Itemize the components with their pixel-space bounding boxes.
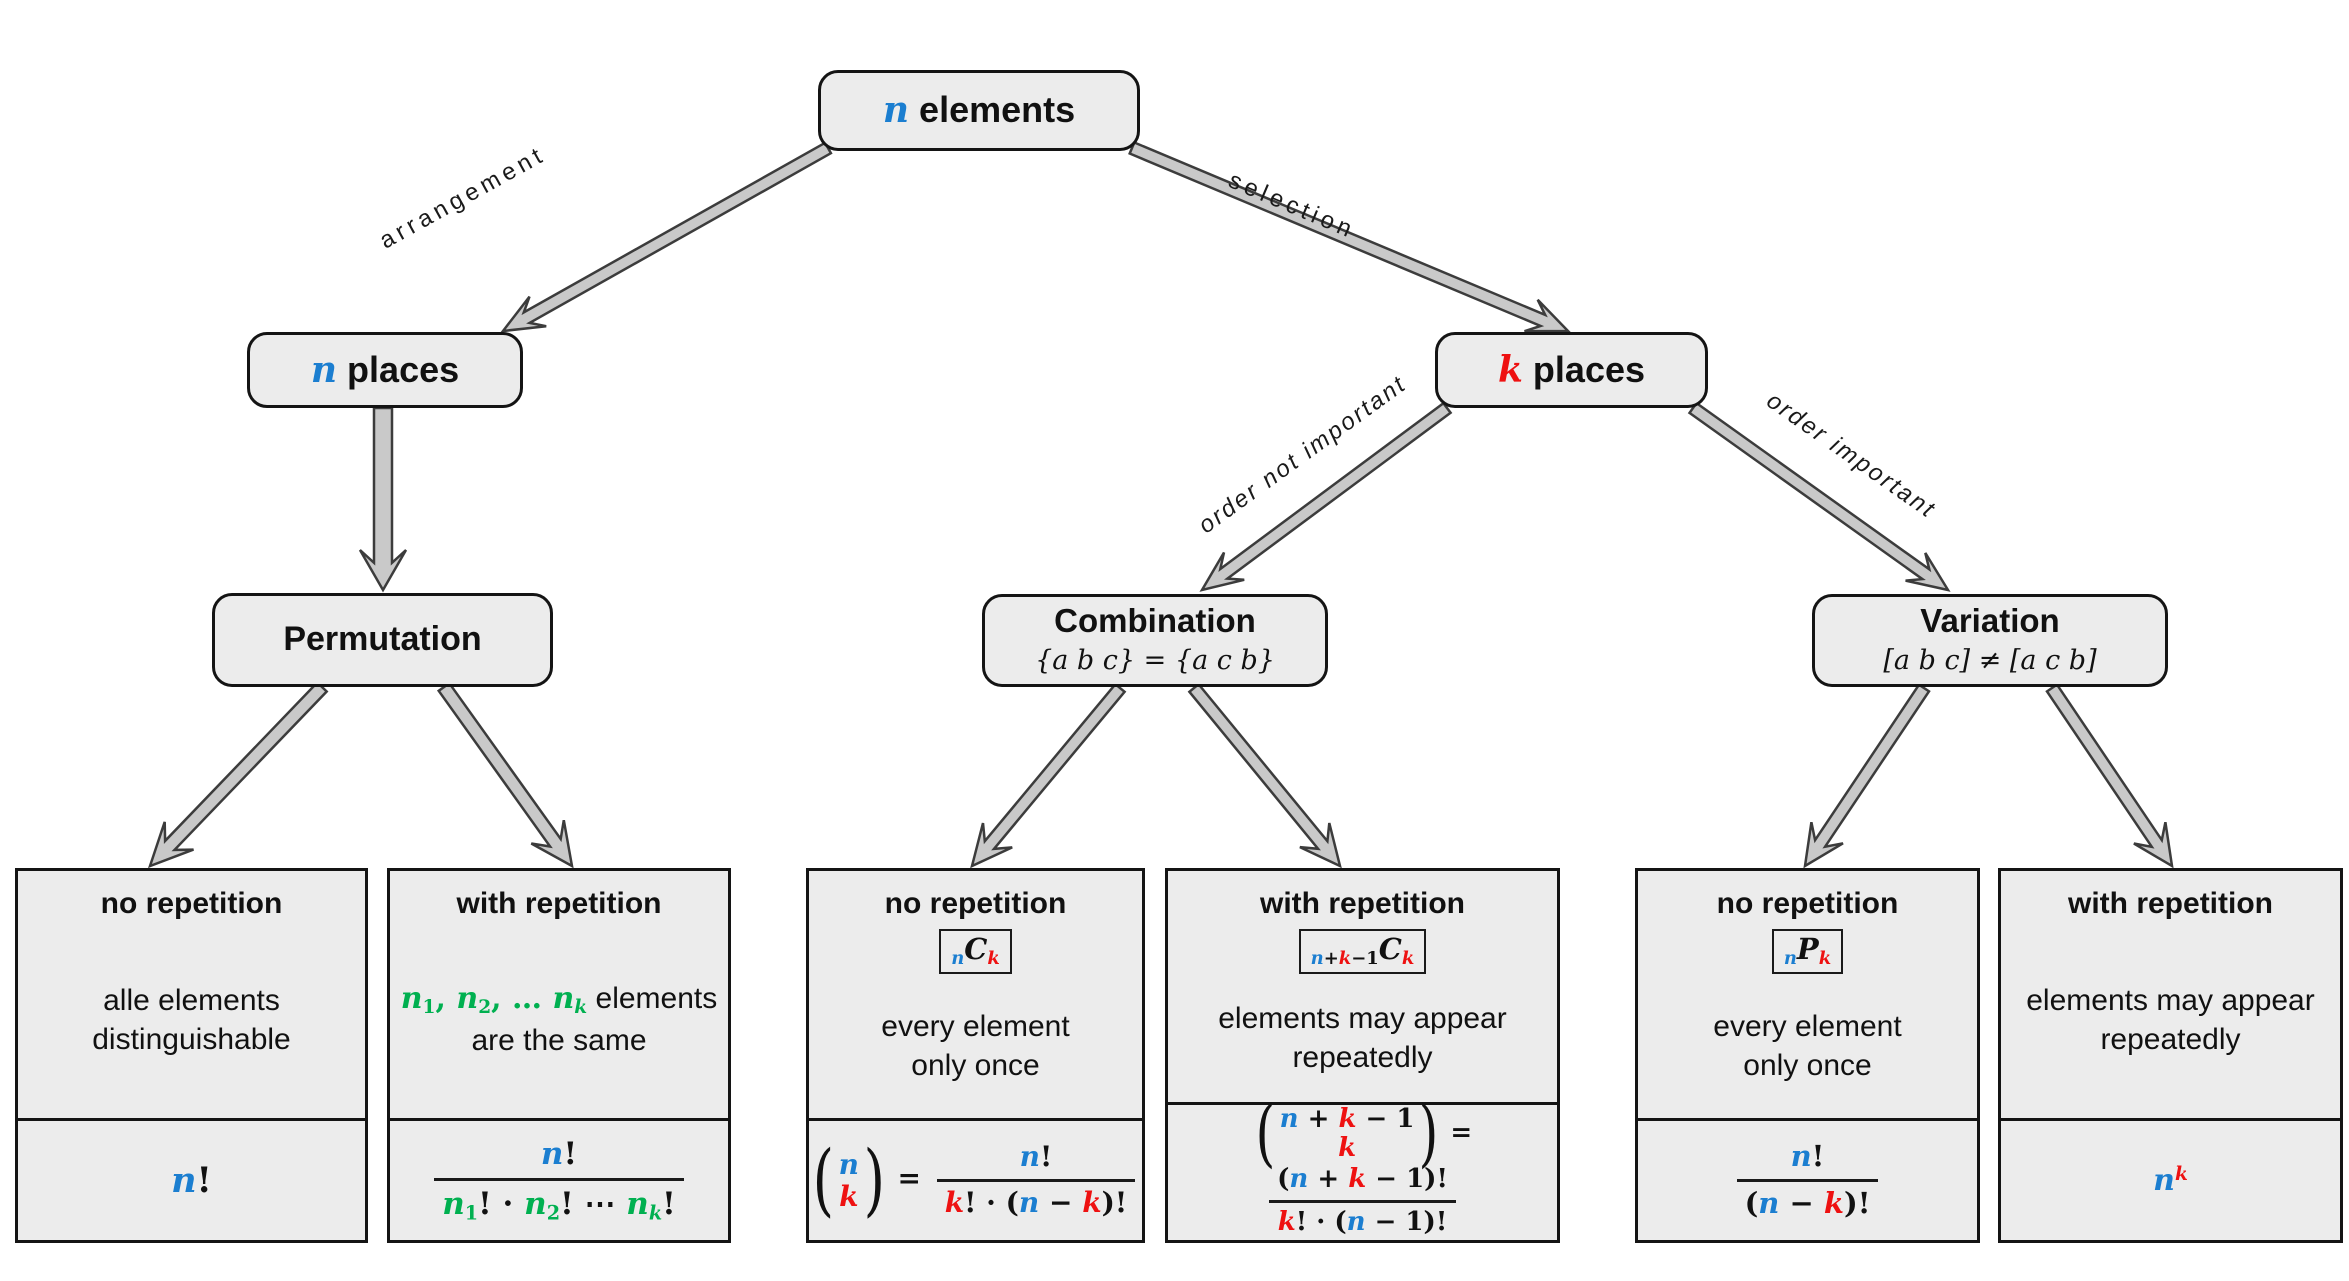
node-permutation-title: Permutation — [283, 620, 482, 659]
node-n-places-label: n places — [310, 348, 460, 391]
node-variation-subtitle: [a b c] ≠ [a c b] — [1883, 644, 2097, 676]
leaf-combination-with-repetition: with repetition n+k−1Ck elements may app… — [1165, 868, 1560, 1243]
arrow-connector — [500, 141, 833, 333]
arrow-connector — [2045, 682, 2174, 869]
leaf-formula: n!n1! · n2! ⋯ nk! — [390, 1121, 728, 1240]
arrow-connector — [1128, 140, 1571, 333]
node-variation-title: Variation — [1920, 602, 2060, 640]
arrow-connector — [358, 406, 408, 593]
arrow-connector — [147, 680, 329, 869]
arrow-connector — [1687, 401, 1951, 592]
node-n-elements: n elements — [818, 70, 1140, 151]
leaf-formula: n! — [171, 1159, 212, 1201]
leaf-formula: nk — [2153, 1163, 2188, 1198]
leaf-heading: with repetition — [1260, 887, 1465, 920]
arrow-connector — [970, 682, 1127, 869]
node-combination: Combination {a b c} = {a c b} — [982, 594, 1328, 687]
arrow-connector — [1803, 682, 1931, 869]
node-n-places: n places — [247, 332, 523, 408]
node-variation: Variation [a b c] ≠ [a c b] — [1812, 594, 2168, 687]
leaf-heading: no repetition — [100, 887, 283, 920]
leaf-symbol-badge: nPk — [1771, 929, 1844, 975]
leaf-heading: with repetition — [2068, 887, 2273, 920]
leaf-symbol-badge: n+k−1Ck — [1298, 929, 1427, 975]
node-k-places: k places — [1435, 332, 1708, 408]
node-n-elements-label: n elements — [882, 89, 1076, 132]
node-permutation: Permutation — [212, 593, 553, 687]
leaf-symbol-badge: nCk — [939, 929, 1012, 975]
leaf-heading: no repetition — [884, 887, 1067, 920]
node-combination-subtitle: {a b c} = {a c b} — [1035, 644, 1275, 676]
node-k-places-label: k places — [1497, 348, 1646, 391]
node-combination-title: Combination — [1054, 602, 1256, 640]
leaf-formula: n!(n − k)! — [1638, 1121, 1977, 1240]
leaf-heading: with repetition — [456, 887, 662, 920]
arrow-connector — [1187, 682, 1342, 869]
arrow-connector — [1199, 401, 1453, 592]
leaf-heading: no repetition — [1716, 887, 1899, 920]
arrow-connector — [436, 681, 574, 869]
